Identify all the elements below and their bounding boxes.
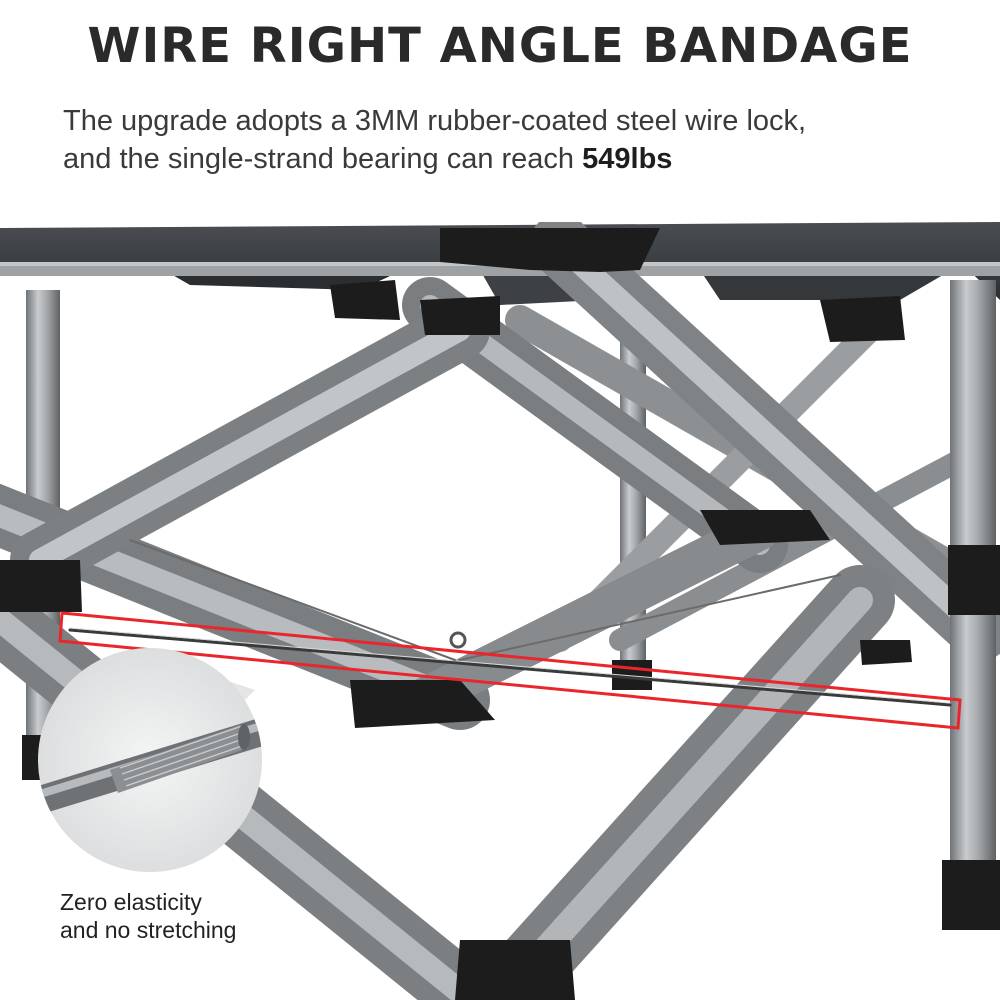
steel-wires bbox=[68, 539, 952, 707]
description-line-1: The upgrade adopts a 3MM rubber-coated s… bbox=[63, 105, 807, 137]
callout-caption: Zero elasticity and no stretching bbox=[60, 888, 236, 944]
front-right-leg bbox=[942, 280, 1000, 930]
bearing-capacity-value: 549lbs bbox=[582, 143, 673, 175]
callout-caption-line-1: Zero elasticity bbox=[60, 889, 202, 915]
cot-frame-photo bbox=[0, 222, 1000, 1000]
description-line-2-text: and the single-strand bearing can reach bbox=[63, 143, 583, 175]
description: The upgrade adopts a 3MM rubber-coated s… bbox=[63, 102, 963, 178]
wire-highlight-box bbox=[58, 611, 962, 730]
frame-brackets bbox=[0, 228, 912, 1000]
callout-caption-line-2: and no stretching bbox=[60, 917, 237, 943]
wire-zoom-callout bbox=[38, 648, 262, 872]
description-line-2: and the single-strand bearing can reach … bbox=[63, 140, 963, 178]
page-title: WIRE RIGHT ANGLE BANDAGE bbox=[87, 18, 913, 74]
